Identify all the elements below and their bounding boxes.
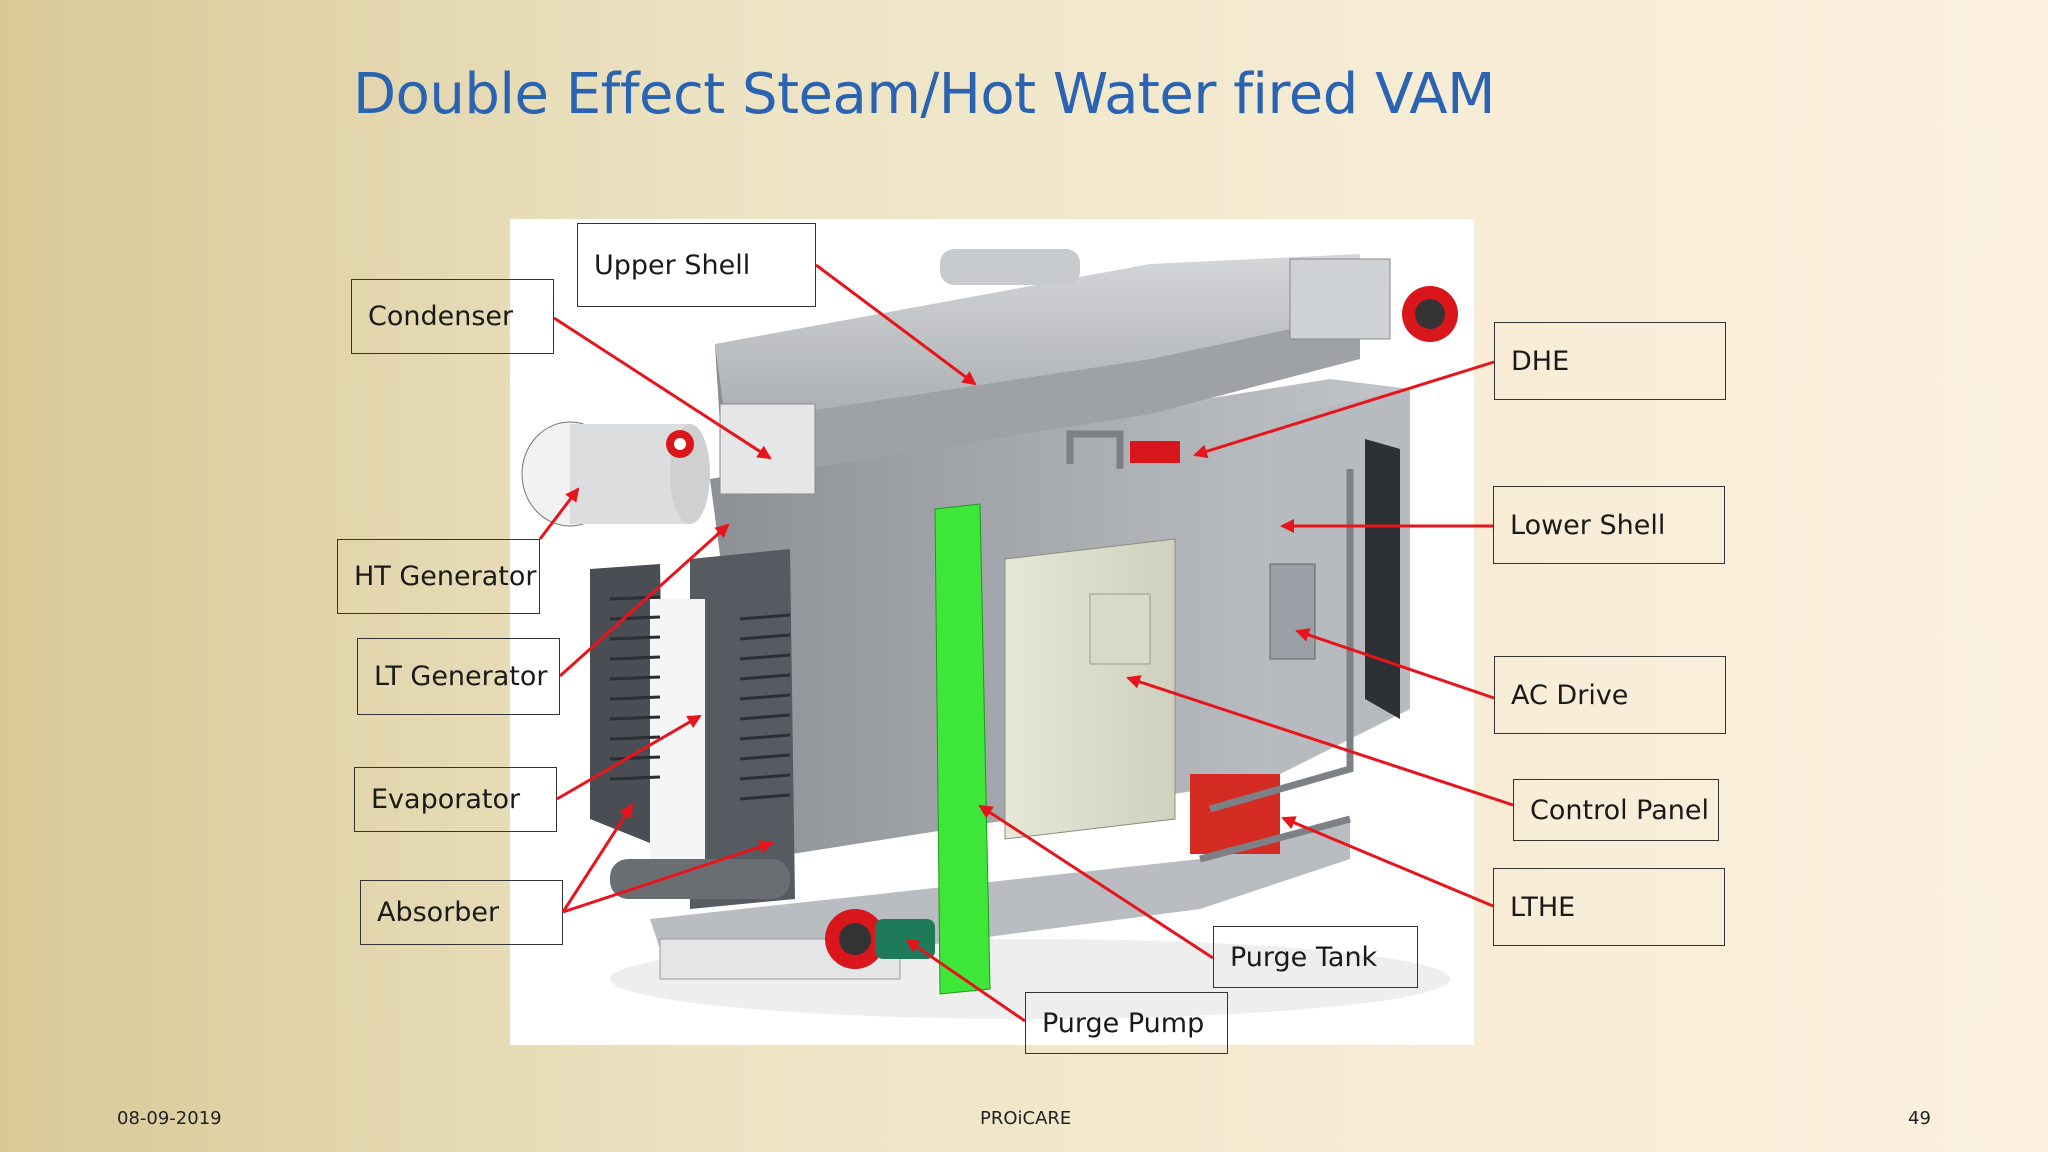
label-ac-drive: AC Drive (1494, 656, 1726, 734)
label-purge-tank: Purge Tank (1213, 926, 1418, 988)
label-purge-pump: Purge Pump (1025, 992, 1228, 1054)
vam-machine-image (510, 219, 1474, 1045)
label-lower-shell: Lower Shell (1493, 486, 1725, 564)
label-ht-generator: HT Generator (337, 539, 540, 614)
label-absorber: Absorber (360, 880, 563, 945)
label-lt-generator: LT Generator (357, 638, 560, 715)
page-number: 49 (1908, 1108, 1931, 1129)
label-condenser: Condenser (351, 279, 554, 354)
footer-date: 08-09-2019 (117, 1108, 222, 1129)
label-upper-shell: Upper Shell (577, 223, 816, 307)
footer-center-text: PROiCARE (980, 1108, 1072, 1129)
slide-title: Double Effect Steam/Hot Water fired VAM (353, 62, 1495, 127)
label-control-panel: Control Panel (1513, 779, 1719, 841)
label-lthe: LTHE (1493, 868, 1725, 946)
label-dhe: DHE (1494, 322, 1726, 400)
label-evaporator: Evaporator (354, 767, 557, 832)
